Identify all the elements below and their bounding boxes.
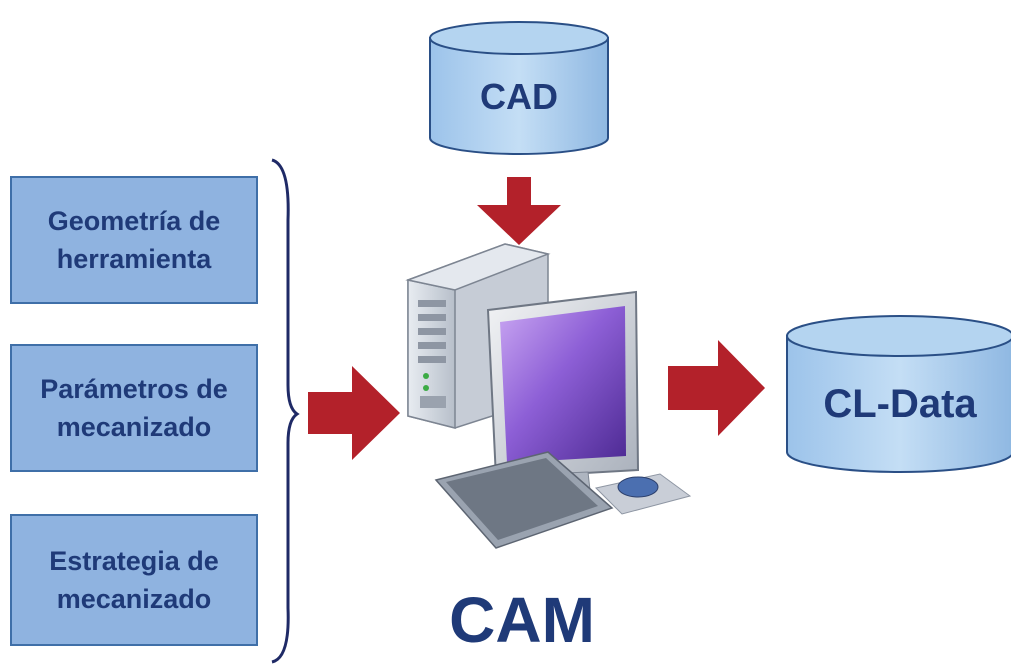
input-box-line1: Geometría de (47, 206, 221, 236)
cad-database-icon (429, 21, 609, 155)
input-box-line1: Parámetros de (40, 374, 228, 404)
cam-label: CAM (449, 584, 595, 656)
cad-label: CAD (480, 76, 558, 117)
arrow-right-icon (308, 366, 400, 460)
input-box-line2: mecanizado (56, 584, 212, 614)
arrow-right-icon (668, 340, 765, 436)
input-box-machining-strategy: Estrategia de mecanizado (10, 514, 258, 646)
input-box-line1: Estrategia de (49, 546, 219, 576)
input-box-machining-parameters: Parámetros de mecanizado (10, 344, 258, 472)
cldata-label: CL-Data (823, 382, 977, 426)
grouping-brace (271, 158, 300, 664)
input-box-line2: herramienta (56, 244, 212, 274)
cldata-database-icon (786, 315, 1011, 473)
input-box-tool-geometry: Geometría de herramienta (10, 176, 258, 304)
input-box-line2: mecanizado (56, 412, 212, 442)
arrow-down-icon (477, 177, 561, 245)
computer-icon (405, 243, 692, 549)
